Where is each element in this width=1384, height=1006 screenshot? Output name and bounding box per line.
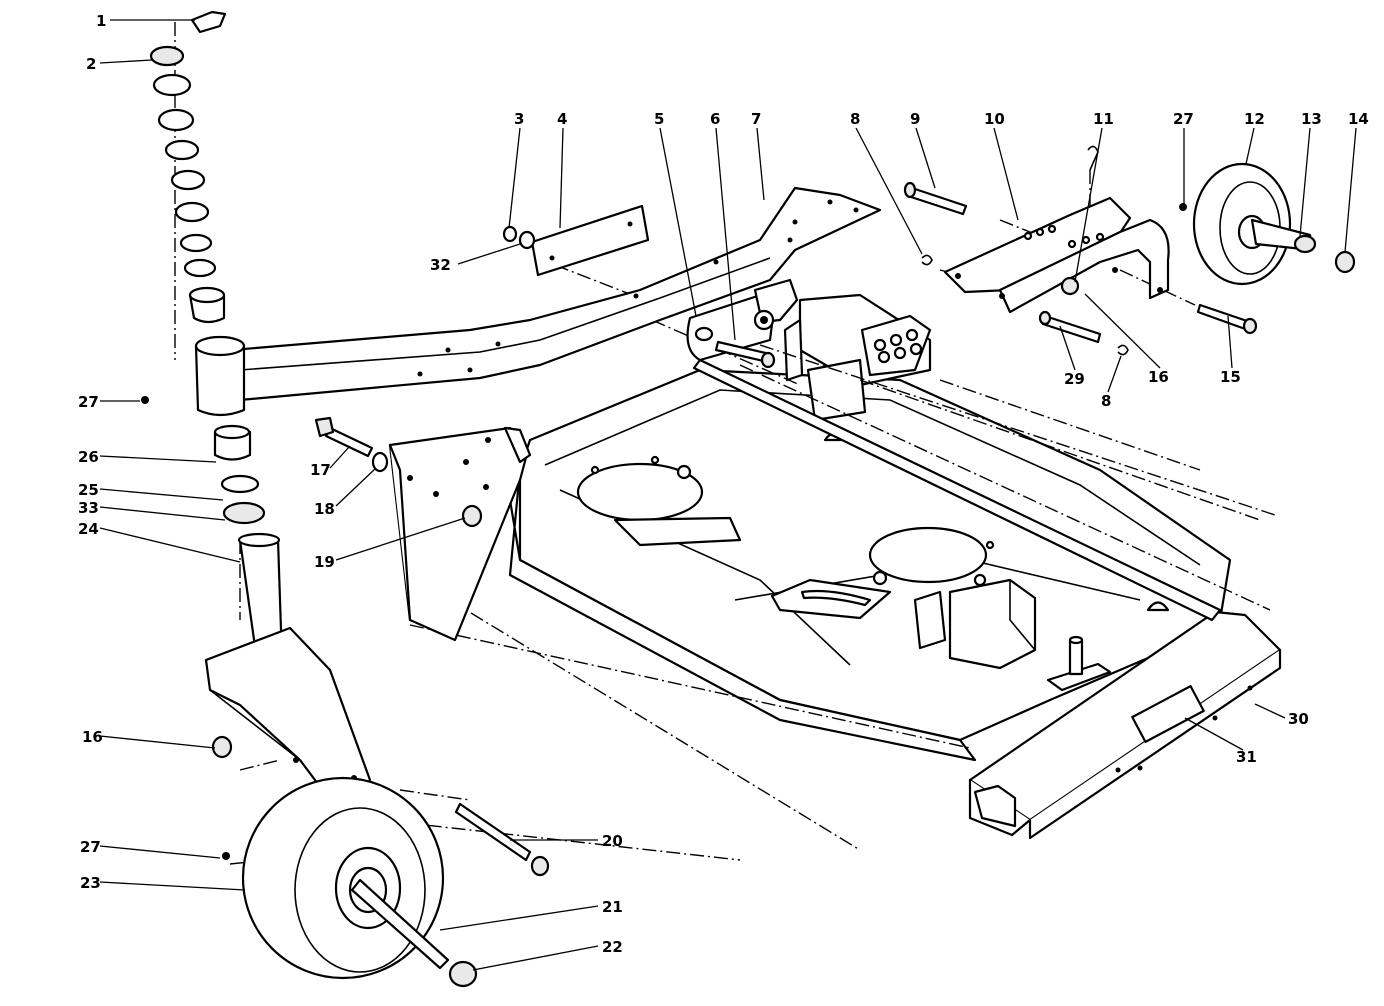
frame-arm	[194, 186, 882, 417]
nut-22	[448, 960, 478, 988]
lockwasher-3	[502, 225, 518, 243]
callout-33: 33	[78, 499, 99, 517]
nut-16b	[211, 735, 233, 759]
callout-10: 10	[984, 110, 1005, 128]
callout-17: 17	[310, 461, 331, 479]
callout-9: 9	[910, 110, 920, 128]
grease-fitting-27a	[1179, 203, 1187, 211]
callout-30: 30	[1288, 710, 1309, 728]
caster-stack	[141, 10, 266, 525]
grease-fitting-27c	[222, 852, 230, 860]
plate-4	[502, 204, 650, 277]
callout-16a: 16	[1148, 368, 1169, 386]
callout-27b: 27	[78, 393, 99, 411]
nut-14	[1334, 250, 1356, 274]
callout-7: 7	[751, 110, 761, 128]
callout-1: 1	[96, 12, 106, 30]
rear-wheel	[1179, 162, 1356, 286]
bumper-tube	[968, 610, 1282, 840]
callout-6: 6	[710, 110, 720, 128]
caster-fork	[204, 532, 372, 810]
callout-8a: 8	[850, 110, 860, 128]
bolts-upper	[903, 145, 1258, 356]
callout-14: 14	[1348, 110, 1369, 128]
mower-deck	[508, 293, 1232, 762]
axle-brackets	[686, 278, 1222, 622]
callout-23: 23	[80, 874, 101, 892]
callout-27c: 27	[80, 838, 101, 856]
callout-19: 19	[314, 553, 335, 571]
callout-18: 18	[314, 500, 335, 518]
callout-20: 20	[602, 832, 623, 850]
bearing-13	[1293, 234, 1317, 254]
callout-5: 5	[654, 110, 664, 128]
callout-12: 12	[1244, 110, 1265, 128]
yoke-bracket	[943, 196, 1170, 314]
callout-22: 22	[602, 938, 623, 956]
callout-16b: 16	[82, 728, 103, 746]
washer-32	[518, 230, 536, 250]
callout-24: 24	[78, 520, 99, 538]
leader-lines	[99, 19, 1357, 971]
caster-wheel	[222, 776, 550, 988]
callout-25: 25	[78, 481, 99, 499]
callout-8b: 8	[1101, 392, 1111, 410]
bolt-17	[314, 416, 374, 458]
callout-4: 4	[557, 110, 567, 128]
callout-labels: 1 2 3 4 5 6 7 8 9 10 11 27 12 13 14 32 2…	[78, 12, 1369, 956]
callout-11: 11	[1093, 110, 1114, 128]
callout-13: 13	[1301, 110, 1322, 128]
callout-31: 31	[1236, 748, 1257, 766]
callout-21: 21	[602, 898, 623, 916]
nut-19	[461, 504, 483, 528]
callout-29: 29	[1064, 370, 1085, 388]
callout-3: 3	[514, 110, 524, 128]
washer-18	[371, 451, 389, 473]
callout-2: 2	[86, 55, 96, 73]
callout-27a: 27	[1173, 110, 1194, 128]
callout-32: 32	[430, 256, 451, 274]
side-plate	[314, 416, 532, 642]
callout-26: 26	[78, 448, 99, 466]
callout-15: 15	[1220, 368, 1241, 386]
grease-fitting-27b	[141, 396, 149, 404]
